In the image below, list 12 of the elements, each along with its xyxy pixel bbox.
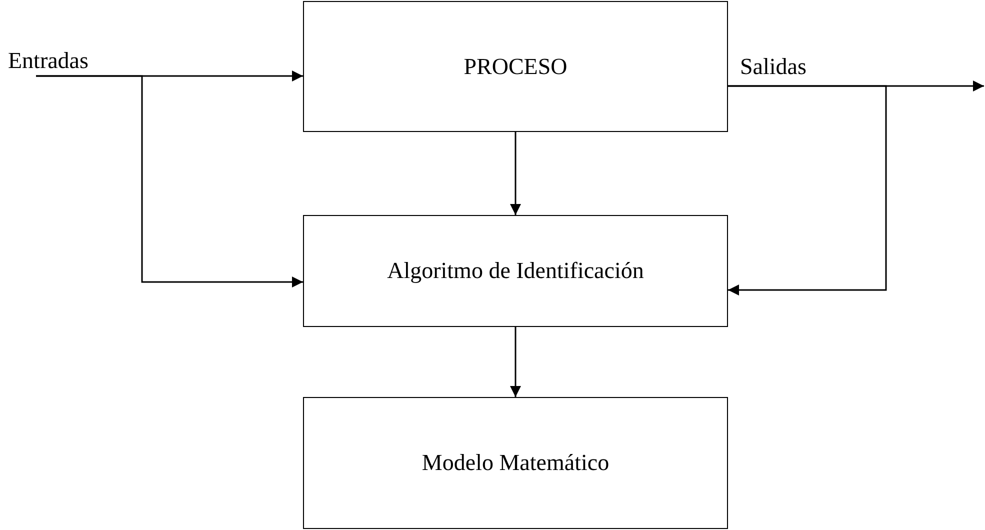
process-box	[303, 1, 728, 132]
arrow	[728, 85, 887, 296]
arrow	[510, 132, 521, 215]
process-box	[303, 215, 728, 327]
box-label: Modelo Matemático	[422, 450, 610, 476]
signal-label: Salidas	[740, 54, 806, 80]
box-label: Algoritmo de Identificación	[387, 258, 644, 284]
box-label: PROCESO	[464, 54, 568, 80]
process-box	[303, 397, 728, 529]
arrow	[510, 327, 521, 397]
signal-label: Entradas	[8, 48, 98, 76]
arrow	[36, 75, 303, 288]
